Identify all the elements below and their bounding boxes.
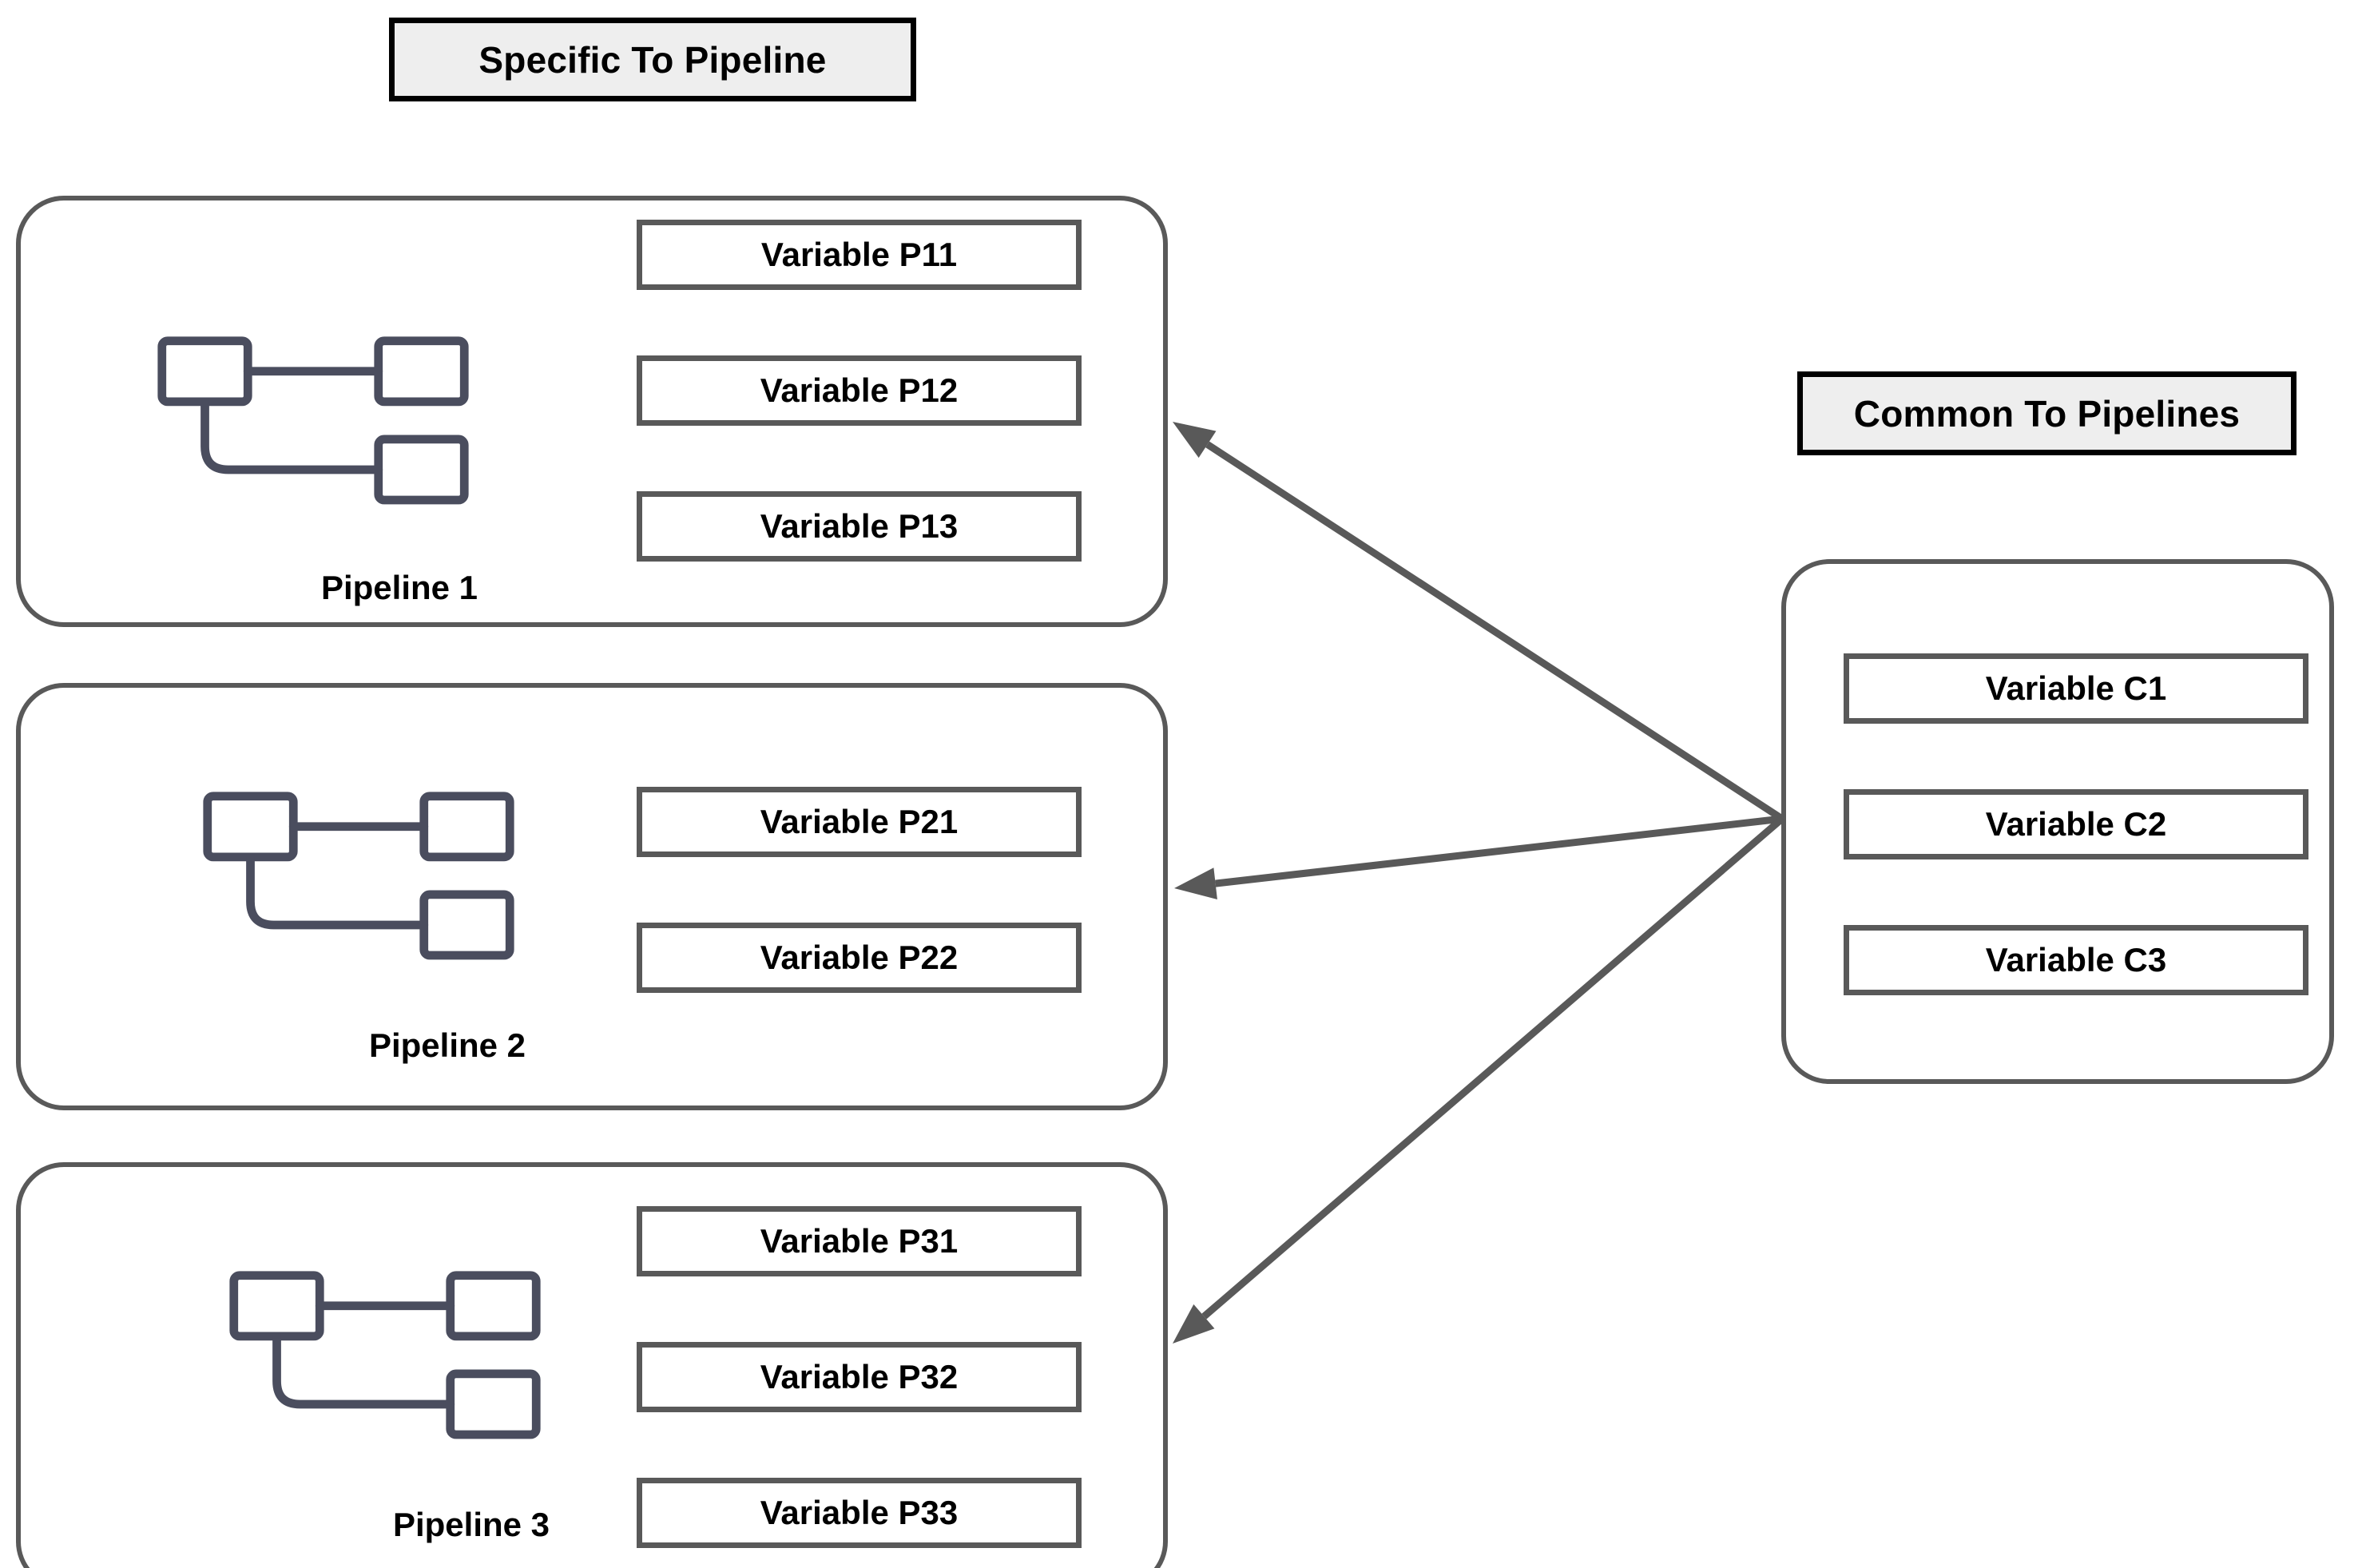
pipeline-1-variable-box[interactable]: Variable P13 [637,491,1082,562]
common-variable-box[interactable]: Variable C1 [1844,653,2308,724]
pipeline-2-caption: Pipeline 2 [368,1026,526,1064]
arrow-to-pipeline-3-head [1173,1304,1215,1344]
pipeline-node-left [157,336,252,407]
pipeline-connector-bottom [272,1332,455,1409]
pipeline-node-left [203,792,298,862]
pipeline-node-top-right [419,792,514,862]
pipeline-2-variable-box[interactable]: Variable P21 [637,787,1082,857]
pipeline-node-bottom-right [374,435,469,505]
pipeline-3-variable-box[interactable]: Variable P32 [637,1342,1082,1412]
pipeline-glyph-svg [203,792,514,960]
pipeline-3-variable-box[interactable]: Variable P31 [637,1206,1082,1276]
pipeline-connector-bottom [200,397,383,474]
pipeline-node-top-right [374,336,469,407]
variable-label: Variable P32 [760,1358,959,1395]
pipeline-1-caption: Pipeline 1 [320,569,478,606]
pipeline-node-left [229,1271,324,1341]
variable-label: Variable C3 [1985,941,2167,979]
variable-label: Variable P21 [760,803,959,840]
common-to-pipelines-header: Common To Pipelines [1797,371,2296,455]
pipeline-glyph-svg [157,336,469,505]
pipeline-3-variable-box[interactable]: Variable P33 [637,1478,1082,1548]
common-to-pipelines-label: Common To Pipelines [1853,392,2241,435]
pipeline-glyph-svg [229,1271,541,1439]
variable-label: Variable P11 [760,236,958,273]
pipeline-node-bottom-right [419,890,514,960]
variable-label: Variable P22 [760,939,959,976]
arrow-to-pipeline-1-head [1173,422,1217,458]
pipeline-3-caption: Pipeline 3 [392,1506,550,1543]
variable-label: Variable P33 [760,1494,959,1531]
variable-label: Variable C1 [1985,669,2167,707]
pipeline-2-variable-box[interactable]: Variable P22 [637,923,1082,993]
arrow-to-pipeline-3-shaft [1201,816,1784,1320]
variable-label: Variable P13 [760,507,959,545]
pipeline-3-icon [228,1270,587,1442]
pipeline-node-bottom-right [446,1369,541,1439]
pipeline-1-icon [156,335,515,507]
specific-to-pipeline-label: Specific To Pipeline [478,38,827,81]
specific-to-pipeline-header: Specific To Pipeline [389,18,916,101]
pipeline-connector-bottom [246,852,429,930]
pipeline-2-icon [201,791,561,963]
common-variable-box[interactable]: Variable C2 [1844,789,2308,859]
arrow-to-pipeline-1-shaft [1205,441,1784,822]
pipeline-1-variable-box[interactable]: Variable P11 [637,220,1082,290]
pipeline-2-container [16,683,1168,1110]
variable-label: Variable P12 [760,371,959,409]
variable-label: Variable C2 [1985,805,2167,843]
arrow-to-pipeline-2-shaft [1215,815,1783,887]
arrow-to-pipeline-2-head [1174,867,1217,899]
pipeline-node-top-right [446,1271,541,1341]
common-variable-box[interactable]: Variable C3 [1844,925,2308,995]
variable-label: Variable P31 [760,1222,959,1260]
pipeline-1-variable-box[interactable]: Variable P12 [637,355,1082,426]
